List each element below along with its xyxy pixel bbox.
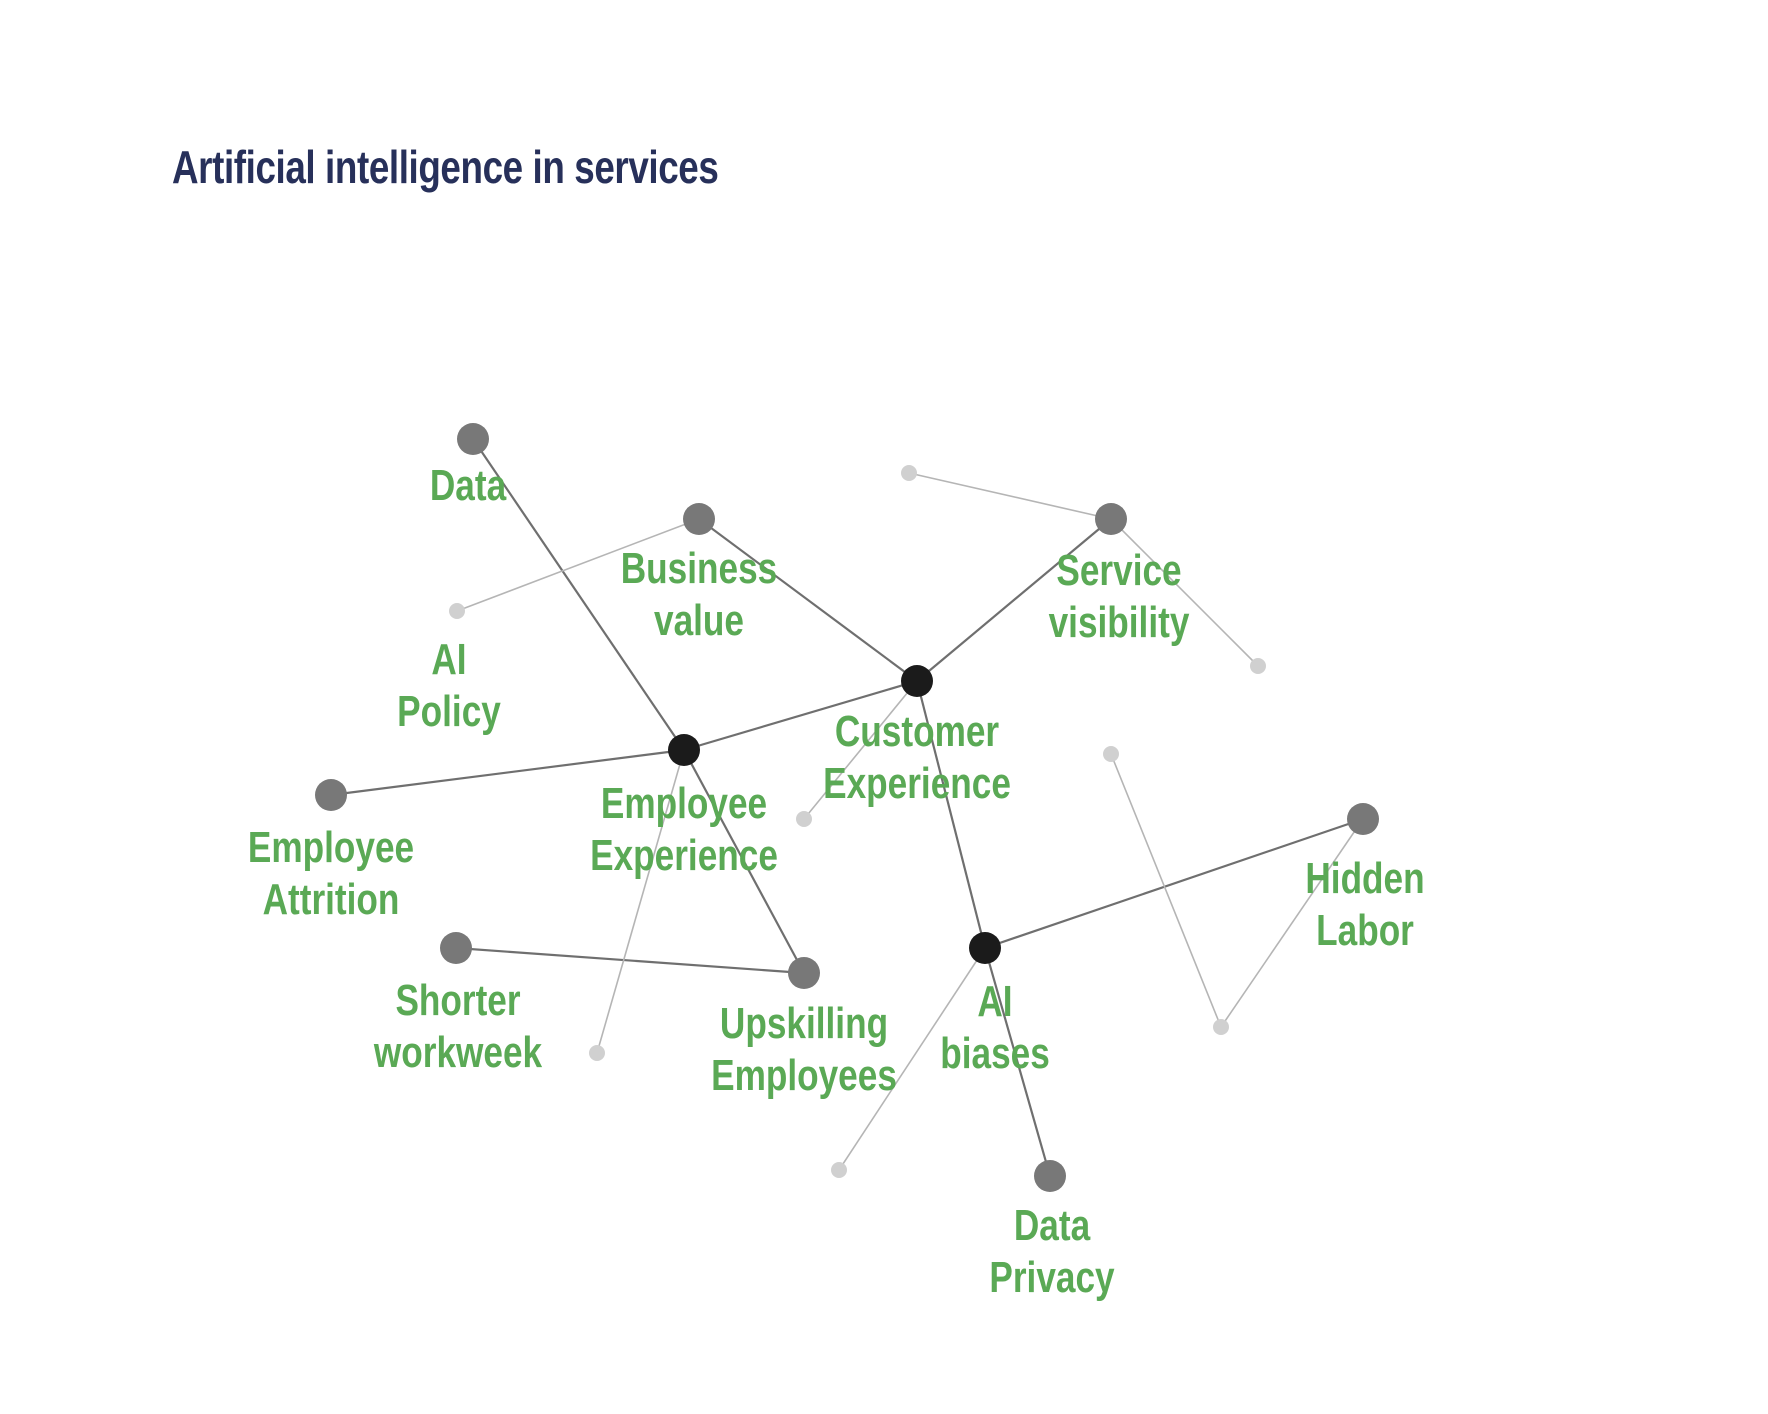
node-upskilling-employees[interactable] <box>788 957 820 989</box>
label-line: Employee <box>248 823 414 872</box>
node-ai-biases[interactable] <box>969 932 1001 964</box>
diagram-title: Artificial intelligence in services <box>172 141 719 193</box>
node-data-privacy[interactable] <box>1034 1160 1066 1192</box>
node-customer-experience[interactable] <box>901 665 933 697</box>
edge-service-visibility-to-s2 <box>1110 518 1259 667</box>
node-s3[interactable] <box>796 811 812 827</box>
node-s5[interactable] <box>831 1162 847 1178</box>
edge-s1-to-service-visibility <box>908 472 1112 520</box>
edge-employee-experience-to-employee-attrition <box>330 748 685 797</box>
node-service-visibility[interactable] <box>1095 503 1127 535</box>
nodes-layer <box>315 423 1379 1192</box>
label-line: Business <box>621 544 777 593</box>
label-data: Data <box>430 461 507 510</box>
node-s6[interactable] <box>1103 746 1119 762</box>
edge-employee-experience-to-customer-experience <box>683 679 918 752</box>
node-data[interactable] <box>457 423 489 455</box>
edge-ai-biases-to-s5 <box>838 947 986 1171</box>
label-line: visibility <box>1049 598 1190 647</box>
label-line: Attrition <box>263 875 400 924</box>
edge-s7-to-hidden-labor <box>1220 818 1364 1028</box>
edge-ai-biases-to-hidden-labor <box>984 817 1364 950</box>
node-ai-policy[interactable] <box>449 603 465 619</box>
edge-data-to-employee-experience <box>472 438 685 751</box>
edges-layer <box>330 438 1364 1177</box>
label-line: Experience <box>823 759 1011 808</box>
label-line: Policy <box>397 687 501 736</box>
edge-ai-policy-to-business-value <box>456 518 700 612</box>
label-line: Privacy <box>989 1253 1114 1302</box>
label-line: AI <box>977 977 1012 1026</box>
label-line: Hidden <box>1305 854 1424 903</box>
label-line: Data <box>1014 1201 1091 1250</box>
node-employee-experience[interactable] <box>668 734 700 766</box>
label-line: biases <box>940 1029 1050 1078</box>
label-line: workweek <box>373 1028 543 1077</box>
label-line: Employee <box>601 779 767 828</box>
label-line: Customer <box>835 707 999 756</box>
label-line: Upskilling <box>720 999 888 1048</box>
label-line: value <box>654 596 744 645</box>
label-line: AI <box>431 635 466 684</box>
label-line: Data <box>430 461 507 510</box>
node-s4[interactable] <box>589 1045 605 1061</box>
label-line: Service <box>1056 546 1181 595</box>
edge-business-value-to-customer-experience <box>698 518 918 682</box>
edge-service-visibility-to-customer-experience <box>916 518 1112 682</box>
edge-shorter-workweek-to-upskilling-employees <box>455 946 805 975</box>
edge-customer-experience-to-ai-biases <box>915 680 987 949</box>
edge-ai-biases-to-data-privacy <box>983 947 1052 1177</box>
edge-employee-experience-to-upskilling-employees <box>683 749 805 974</box>
node-s1[interactable] <box>901 465 917 481</box>
node-employee-attrition[interactable] <box>315 779 347 811</box>
edge-s6-to-s7 <box>1110 753 1222 1028</box>
label-line: Labor <box>1316 906 1414 955</box>
node-shorter-workweek[interactable] <box>440 932 472 964</box>
label-line: Shorter <box>395 976 520 1025</box>
label-line: Experience <box>590 831 778 880</box>
label-line: Employees <box>711 1051 897 1100</box>
node-s7[interactable] <box>1213 1019 1229 1035</box>
edge-customer-experience-to-s3 <box>803 680 918 820</box>
node-s2[interactable] <box>1250 658 1266 674</box>
edge-employee-experience-to-s4 <box>596 749 685 1054</box>
node-hidden-labor[interactable] <box>1347 803 1379 835</box>
node-business-value[interactable] <box>683 503 715 535</box>
